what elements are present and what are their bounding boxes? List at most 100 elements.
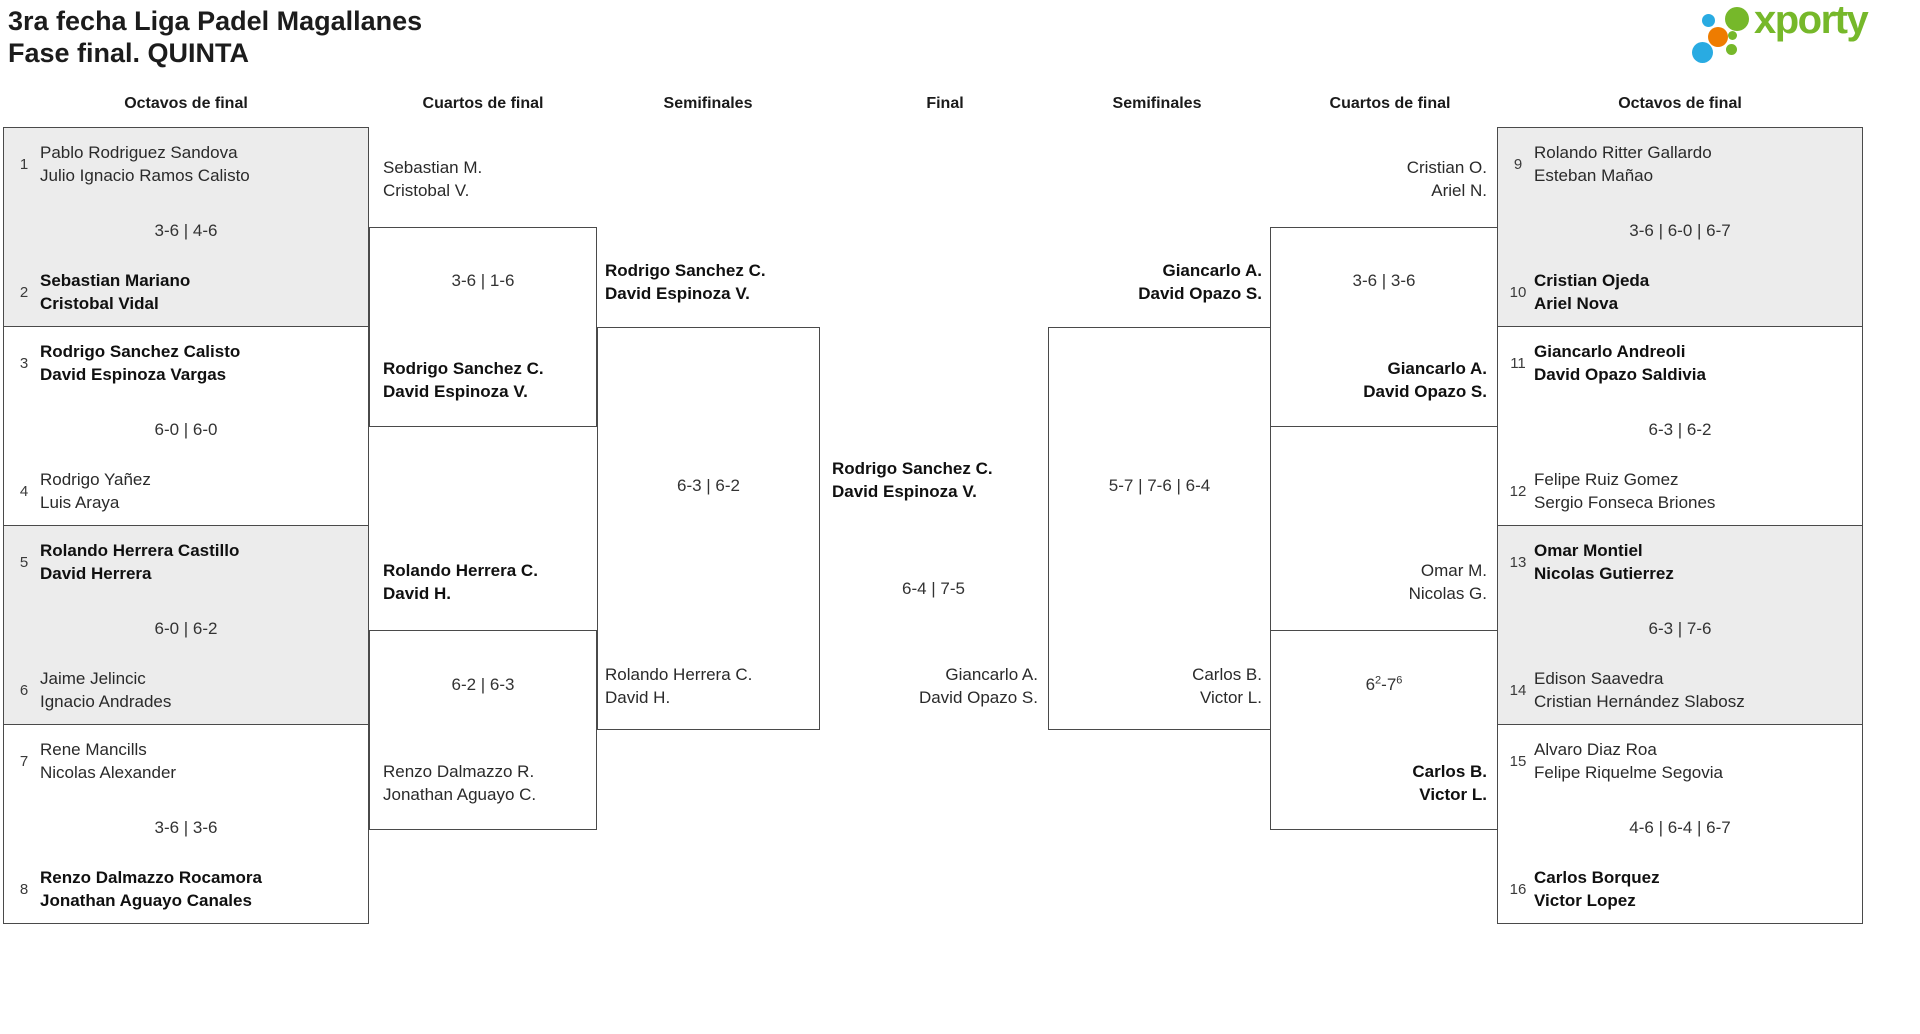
- team-label: Cristian O.Ariel N.: [1406, 158, 1487, 200]
- logo-dot-green-large: [1725, 7, 1749, 31]
- tournament-name: 3ra fecha Liga Padel Magallanes: [8, 6, 423, 36]
- logo-dot-blue-large: [1692, 42, 1713, 63]
- seed-number: 1: [19, 155, 29, 173]
- match-score: 6-3 | 6-2: [1648, 420, 1712, 439]
- final-champion-label: Rodrigo Sanchez C.David Espinoza V.: [832, 459, 993, 501]
- match-score: 3-6 | 1-6: [451, 271, 515, 290]
- match-box-cuartos-1: [369, 227, 597, 427]
- seed-number: 12: [1509, 482, 1527, 500]
- match-score: 4-6 | 6-4 | 6-7: [1629, 818, 1731, 837]
- seed-number: 3: [19, 354, 29, 372]
- seed-number: 5: [19, 553, 29, 571]
- team-label-winner: Carlos B.Victor L.: [1412, 762, 1487, 804]
- match-score-tiebreak: 62-76: [1365, 674, 1403, 694]
- header-octavos-right: Octavos de final: [1618, 95, 1742, 112]
- match-score: 6-3 | 6-2: [676, 476, 740, 495]
- header-final: Final: [926, 95, 964, 112]
- seed-number: 15: [1509, 752, 1527, 770]
- match-score: 6-0 | 6-2: [154, 619, 218, 638]
- logo-wordmark: xporty: [1754, 0, 1869, 42]
- logo-dot-green-tiny: [1728, 31, 1737, 40]
- xporty-logo[interactable]: xporty: [1688, 0, 1916, 70]
- match-score: 3-6 | 3-6: [154, 818, 218, 837]
- team-label: Omar M.Nicolas G.: [1408, 561, 1487, 603]
- seed-number: 16: [1509, 880, 1527, 898]
- logo-dot-blue-small: [1702, 14, 1715, 27]
- match-score: 3-6 | 4-6: [154, 221, 218, 240]
- seed-number: 14: [1509, 681, 1527, 699]
- match-score: 6-0 | 6-0: [154, 420, 218, 439]
- match-score: 3-6 | 3-6: [1352, 271, 1416, 290]
- team-label-winner: Giancarlo A.David Opazo S.: [1138, 261, 1262, 303]
- header-cuartos-left: Cuartos de final: [422, 95, 544, 112]
- match-box-cuartos-4: [1270, 630, 1498, 830]
- page-title: 3ra fecha Liga Padel Magallanes Fase fin…: [8, 5, 422, 69]
- team-label: Renzo Dalmazzo R.Jonathan Aguayo C.: [383, 762, 537, 804]
- final-runner-up-label: Giancarlo A.David Opazo S.: [918, 665, 1038, 707]
- phase-subtitle: Fase final. QUINTA: [8, 38, 250, 68]
- team-label-winner: Giancarlo A.David Opazo S.: [1363, 359, 1487, 401]
- match-score: 6-3 | 7-6: [1648, 619, 1712, 638]
- seed-number: 2: [19, 283, 29, 301]
- seed-number: 7: [19, 752, 29, 770]
- seed-number: 6: [19, 681, 29, 699]
- match-score: 3-6 | 6-0 | 6-7: [1629, 221, 1731, 240]
- match-box-cuartos-2: [369, 630, 597, 830]
- match-score: 6-2 | 6-3: [451, 675, 515, 694]
- header-cuartos-right: Cuartos de final: [1329, 95, 1451, 112]
- team-label: Carlos B.Victor L.: [1192, 665, 1262, 707]
- logo-dot-orange: [1708, 27, 1728, 47]
- seed-number: 8: [19, 880, 29, 898]
- seed-number: 11: [1510, 354, 1526, 372]
- final-score: 6-4 | 7-5: [901, 579, 965, 598]
- team-label: Sebastian M.Cristobal V.: [383, 158, 483, 200]
- header-semis-right: Semifinales: [1112, 95, 1202, 112]
- seed-number: 9: [1513, 155, 1523, 173]
- match-box-semifinal-2: [1048, 327, 1271, 730]
- match-score: 5-7 | 7-6 | 6-4: [1108, 476, 1211, 495]
- match-box-semifinal-1: [597, 327, 820, 730]
- header-semis-left: Semifinales: [663, 95, 753, 112]
- seed-number: 4: [19, 482, 29, 500]
- team-label-winner: Rodrigo Sanchez C.David Espinoza V.: [605, 261, 766, 303]
- seed-number: 13: [1509, 553, 1527, 571]
- logo-dot-green-small: [1726, 44, 1737, 55]
